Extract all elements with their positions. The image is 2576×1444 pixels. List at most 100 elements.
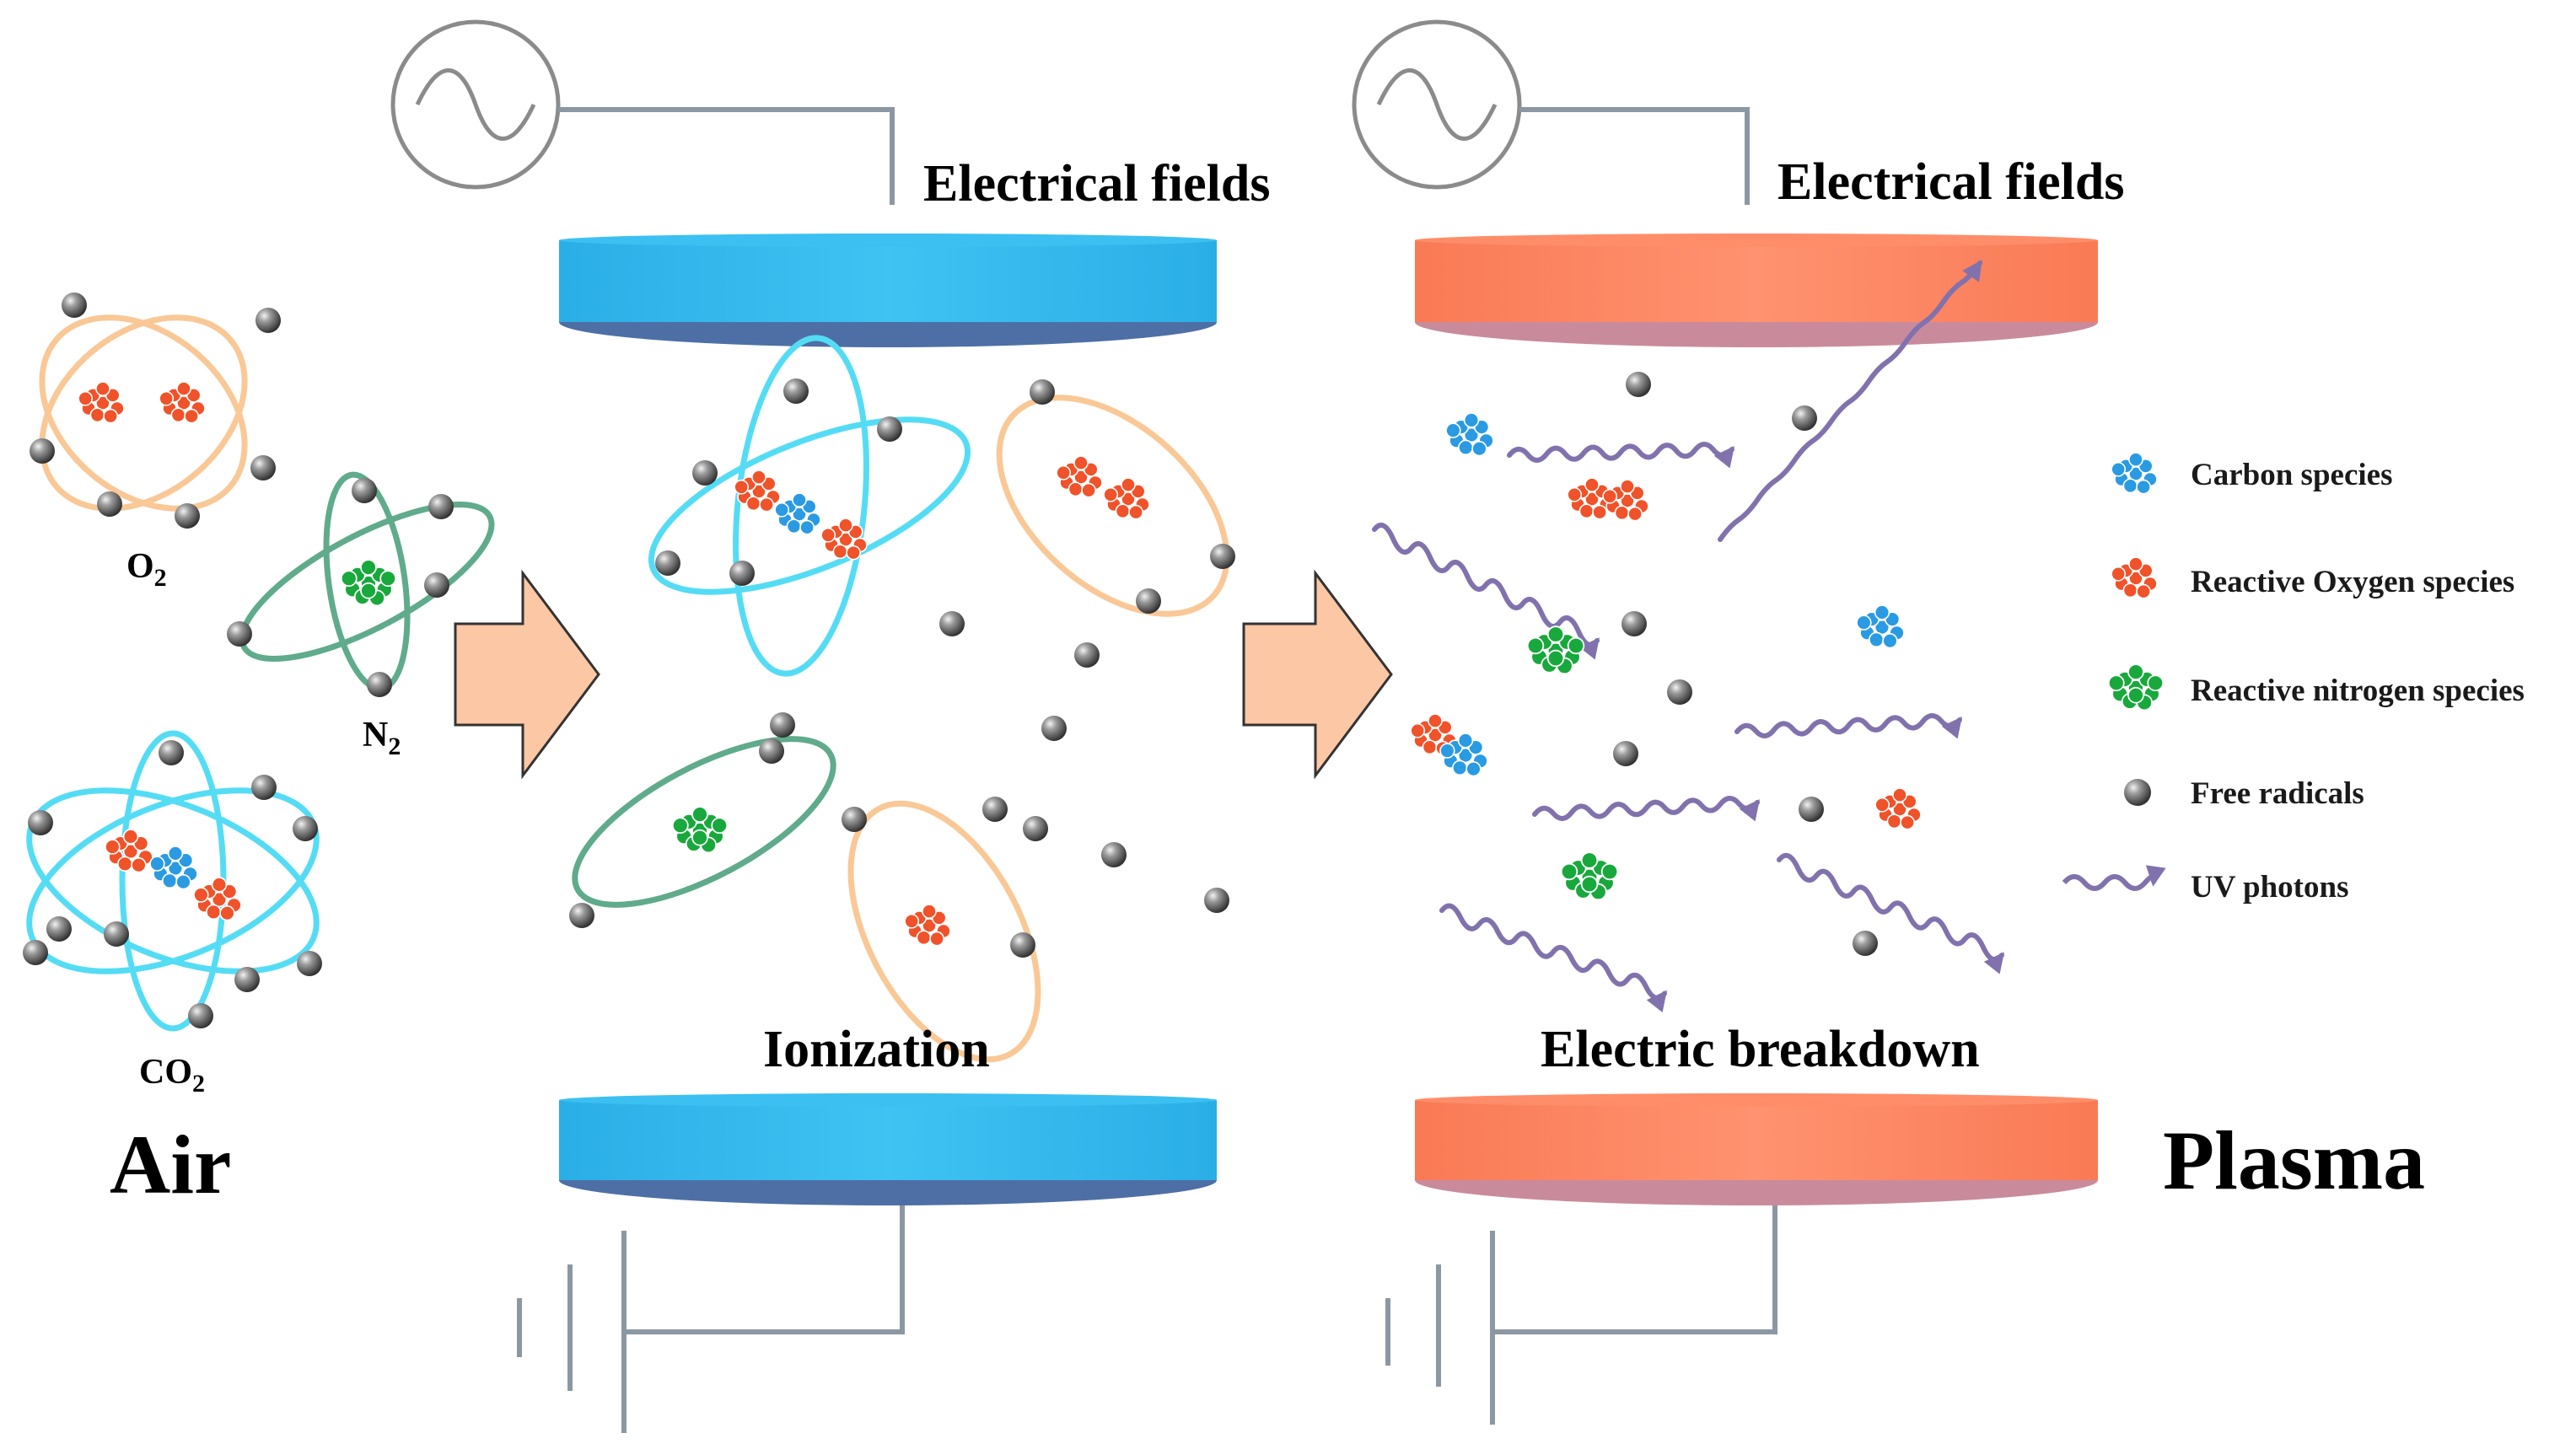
cluster-sphere: [340, 570, 358, 588]
cluster-sphere: [1471, 441, 1487, 457]
bottom-wire: [624, 1201, 905, 1334]
cluster-sphere: [2128, 556, 2143, 572]
cluster-sphere: [832, 544, 848, 560]
cluster-sphere: [1892, 787, 1907, 803]
ionizing-o2-molecule-bottom: [847, 800, 1041, 1063]
cluster-sphere: [711, 817, 729, 835]
uv-photon-group: [1372, 260, 2004, 1013]
right-top-electrode: [1415, 234, 2098, 347]
cluster-sphere: [1439, 743, 1455, 759]
cluster-sphere: [1900, 814, 1915, 830]
cluster-sphere: [751, 470, 766, 485]
sine-icon: [1376, 68, 1498, 141]
cluster-sphere: [820, 527, 836, 543]
cluster-sphere: [95, 381, 110, 396]
cluster-sphere: [1578, 503, 1595, 519]
ionizing-co2-molecule: [648, 335, 971, 677]
uv-photon: [1718, 260, 1982, 542]
cluster-sphere: [1115, 503, 1131, 519]
middle-top-label: Electrical fields: [923, 155, 1270, 212]
cluster-sphere: [1560, 862, 1578, 881]
o2-molecule: [30, 293, 281, 529]
cluster-sphere: [846, 545, 861, 561]
cluster-sphere: [916, 930, 932, 946]
cluster-sphere: [103, 408, 118, 424]
electron-sphere: [1074, 642, 1100, 668]
cluster-sphere: [170, 407, 186, 423]
uv-photon: [1777, 852, 2004, 974]
right-bottom-electrode: [1415, 1093, 2098, 1205]
cluster-sphere: [2128, 466, 2143, 481]
electron-sphere: [293, 816, 318, 841]
carbon-nucleus: [149, 845, 198, 890]
electron-sphere: [428, 494, 454, 519]
electron-sphere: [1799, 797, 1824, 822]
oxygen-nucleus: [78, 381, 125, 424]
uv-photon: [1507, 442, 1734, 469]
cluster-sphere: [1121, 477, 1136, 492]
cluster-sphere: [2111, 566, 2127, 582]
cluster-sphere: [1546, 649, 1565, 668]
uv-photon: [1439, 903, 1667, 1013]
cluster-sphere: [1869, 631, 1885, 648]
cluster-sphere: [1463, 412, 1480, 428]
cluster-sphere: [922, 904, 937, 919]
top-wire: [558, 107, 895, 205]
cluster-sphere: [1081, 482, 1096, 498]
oxygen-cluster-icon: [2111, 556, 2158, 599]
species-cluster: [1602, 479, 1649, 522]
cluster-sphere: [671, 817, 689, 835]
oxygen-nucleus: [904, 904, 951, 947]
electron-group: [30, 293, 281, 529]
electron-sphere: [692, 460, 718, 486]
electron-sphere: [1041, 716, 1067, 741]
electron-sphere: [1136, 588, 1161, 614]
cluster-sphere: [379, 570, 397, 588]
oxygen-nucleus: [820, 518, 868, 561]
electron-sphere: [1204, 888, 1229, 913]
cluster-sphere: [211, 877, 228, 893]
co2-label: CO2: [139, 1053, 205, 1098]
bottom-wire: [1492, 1201, 1777, 1334]
cluster-sphere: [1445, 422, 1461, 438]
cluster-sphere: [159, 390, 175, 406]
cluster-sphere: [117, 856, 133, 872]
electron-sphere: [227, 621, 252, 647]
cluster-sphere: [2147, 674, 2165, 692]
electron-sphere: [1853, 931, 1878, 956]
electron-sphere: [104, 921, 129, 947]
nitrogen-nucleus: [671, 806, 729, 854]
cluster-sphere: [1620, 479, 1635, 494]
ac-source-icon: [390, 19, 561, 190]
cluster-sphere: [799, 519, 815, 535]
electron-sphere: [367, 672, 392, 697]
species-cluster: [1445, 412, 1494, 457]
oxygen-nucleus: [734, 470, 781, 513]
cluster-sphere: [1584, 477, 1600, 492]
legend-label: Reactive nitrogen species: [2191, 674, 2525, 708]
legend-label: Reactive Oxygen species: [2191, 565, 2514, 599]
cluster-sphere: [89, 407, 105, 423]
electron-sphere: [297, 951, 322, 976]
species-cluster: [1560, 851, 1619, 901]
n2-label: N2: [363, 716, 401, 760]
electron-sphere: [982, 797, 1008, 822]
cluster-sphere: [219, 905, 235, 921]
cluster-sphere: [206, 904, 222, 921]
cluster-sphere: [1068, 481, 1084, 497]
electron-group: [569, 378, 1235, 958]
co2-molecule: [23, 730, 322, 1032]
electron-sphere: [1023, 816, 1048, 841]
cluster-sphere: [1457, 733, 1474, 749]
cluster-sphere: [759, 497, 774, 513]
electron-sphere: [1621, 611, 1647, 636]
cluster-sphere: [2127, 686, 2144, 704]
right-top-label: Electrical fields: [1777, 153, 2124, 211]
electron-group: [23, 740, 322, 1028]
legend-label: Free radicals: [2191, 776, 2364, 811]
electron-sphere: [2124, 779, 2151, 806]
cluster-sphere: [1882, 633, 1898, 649]
cluster-sphere: [1602, 488, 1618, 504]
cluster-sphere: [193, 887, 209, 903]
electron-group: [227, 478, 454, 697]
